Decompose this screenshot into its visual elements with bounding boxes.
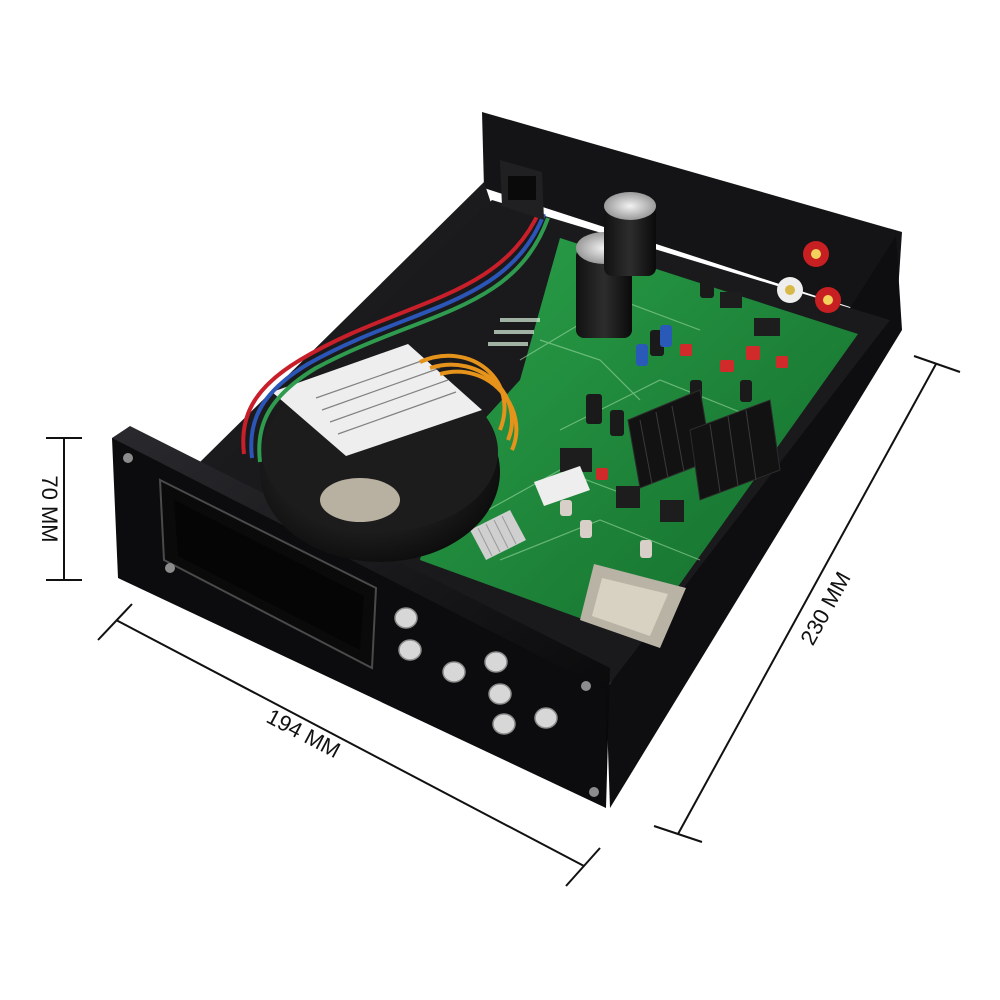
dimension-height: [46, 437, 82, 581]
depth-label: 230 MM: [795, 568, 855, 650]
capacitors-large: [576, 192, 656, 338]
heatsinks: [627, 389, 781, 501]
white-connector: [534, 466, 590, 506]
dimension-depth: [653, 355, 961, 843]
front-display: [158, 478, 378, 670]
rca-connectors: [777, 241, 841, 313]
rear-panel: [482, 112, 902, 322]
width-label: 194 MM: [263, 704, 345, 763]
height-label: 70 MM: [37, 475, 62, 542]
aluminium-heatsink: [470, 510, 526, 560]
capacitors-small: [560, 270, 788, 558]
toroidal-transformer: [260, 344, 519, 562]
front-screws: [123, 453, 599, 797]
power-socket: [500, 160, 544, 220]
sd-card-slot: [580, 564, 686, 648]
front-buttons: [394, 607, 558, 735]
dimension-width: [97, 603, 601, 887]
power-cable: [241, 209, 550, 463]
